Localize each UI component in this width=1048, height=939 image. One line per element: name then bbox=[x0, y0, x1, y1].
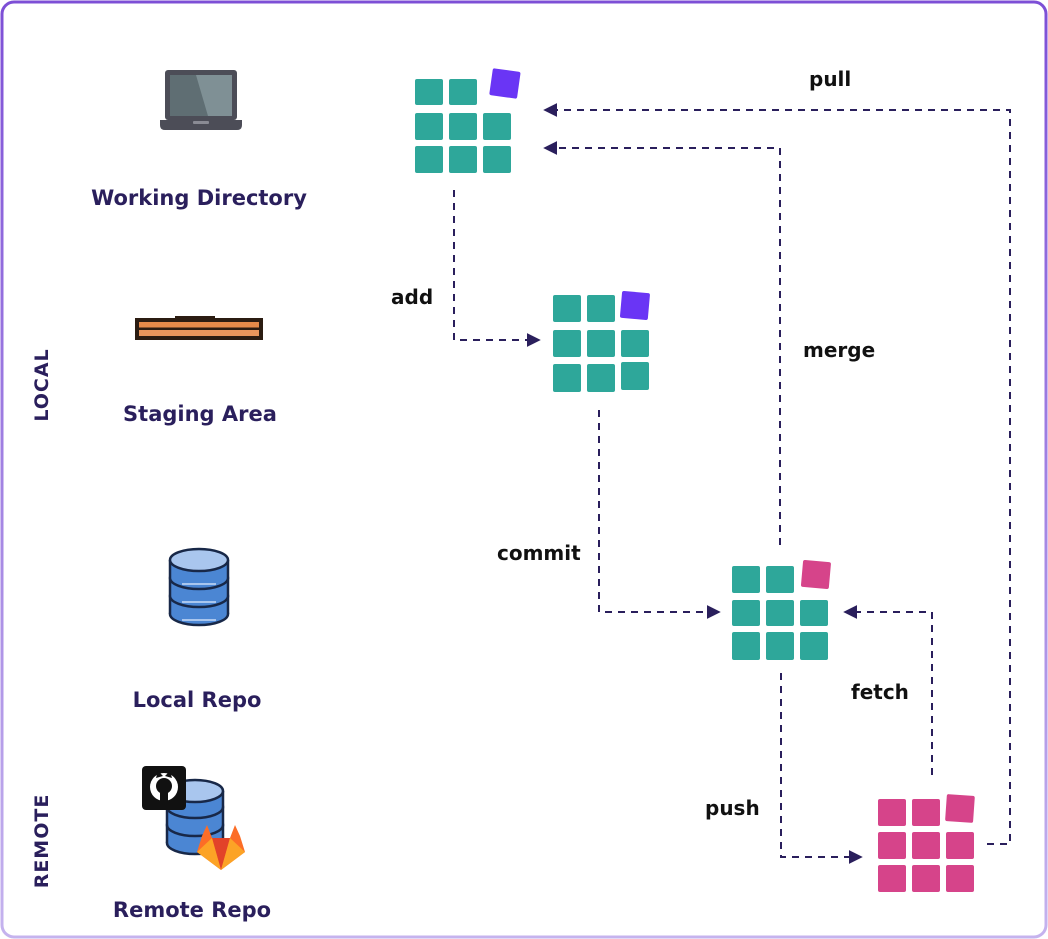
arrow-commit bbox=[598, 410, 721, 619]
section-label-local: LOCAL bbox=[31, 348, 53, 421]
stage-label-local-repo: Local Repo bbox=[133, 688, 262, 712]
file-grid-local-repo bbox=[732, 559, 831, 660]
section-label-remote: REMOTE bbox=[31, 794, 53, 889]
command-label-add: add bbox=[391, 285, 433, 309]
stage-label-working-directory: Working Directory bbox=[91, 186, 307, 210]
laptop-icon bbox=[160, 70, 242, 130]
stage-label-staging-area: Staging Area bbox=[123, 402, 277, 426]
arrow-add bbox=[453, 190, 541, 347]
staging-tray-icon bbox=[135, 316, 263, 340]
arrow-merge bbox=[543, 141, 781, 545]
gitlab-icon bbox=[197, 825, 245, 870]
github-icon bbox=[142, 766, 186, 810]
stage-label-remote-repo: Remote Repo bbox=[113, 898, 271, 922]
command-label-fetch: fetch bbox=[851, 680, 909, 704]
file-grid-remote-repo bbox=[878, 794, 975, 892]
arrow-pull bbox=[543, 103, 1011, 845]
arrow-fetch bbox=[843, 605, 933, 775]
file-grid-working-directory bbox=[415, 68, 521, 173]
command-label-push: push bbox=[705, 796, 760, 820]
arrow-push bbox=[780, 673, 863, 864]
command-label-commit: commit bbox=[497, 541, 581, 565]
file-grid-staging-area bbox=[553, 290, 650, 392]
database-icon bbox=[168, 547, 230, 627]
command-label-pull: pull bbox=[809, 67, 851, 91]
command-label-merge: merge bbox=[803, 338, 875, 362]
